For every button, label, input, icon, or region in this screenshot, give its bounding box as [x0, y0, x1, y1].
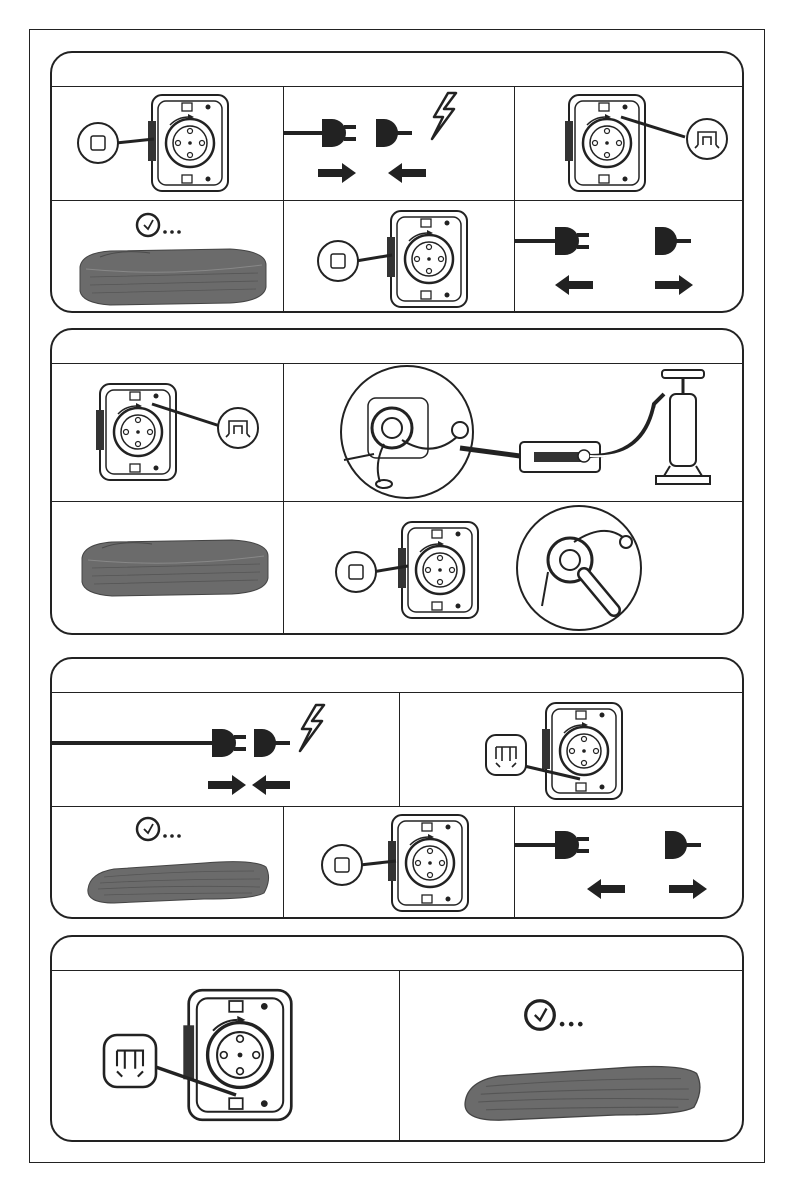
power-plug-icon: [284, 87, 514, 199]
timer-icon: [526, 1001, 583, 1030]
inflate-symbol-icon: [687, 119, 727, 159]
deflate-symbol-icon: [486, 735, 526, 775]
timer-icon: [137, 214, 181, 236]
step-row-1: [52, 87, 742, 200]
section-inflate-manual-pump: [50, 328, 744, 635]
step-row-2: [52, 806, 742, 919]
section-deflate-electric: [50, 657, 744, 919]
step-row-1: [52, 971, 742, 1142]
valve-closeup-icon: [515, 87, 744, 199]
inflate-symbol-icon: [218, 408, 258, 448]
step-turn-valve-to-off: [283, 201, 514, 313]
power-plug-icon: [52, 693, 398, 805]
section-header: [52, 53, 742, 87]
lightning-icon: [300, 705, 324, 751]
section-header: [52, 330, 742, 364]
step-turn-valve-to-deflate: [399, 693, 744, 806]
step-unplug: [514, 807, 744, 919]
step-wait-deflate: [399, 971, 744, 1142]
step-turn-valve-to-off: [52, 87, 283, 200]
valve-closeup-icon: [400, 693, 744, 805]
valve-closeup-icon: [284, 201, 514, 313]
step-close-valve-detach-pump: [283, 502, 744, 635]
step-plug-in: [283, 87, 514, 200]
step-turn-valve-to-inflate: [52, 364, 283, 501]
air-mattress-icon: [400, 971, 744, 1141]
power-plug-icon: [515, 807, 744, 919]
air-mattress-icon: [52, 502, 283, 635]
step-wait-inflate: [52, 201, 283, 313]
valve-closeup-icon: [284, 502, 744, 635]
step-row-2: [52, 501, 742, 635]
deflate-symbol-icon: [104, 1035, 156, 1087]
step-attach-hand-pump: [283, 364, 744, 501]
air-mattress-icon: [52, 807, 283, 919]
step-turn-valve-to-off: [283, 807, 514, 919]
section-header: [52, 659, 742, 693]
step-wait-deflate: [52, 807, 283, 919]
hand-pump-icon: [284, 364, 744, 500]
step-turn-valve-to-inflate: [514, 87, 744, 200]
step-inflated-mattress: [52, 502, 283, 635]
step-row-1: [52, 364, 742, 501]
step-row-1: [52, 693, 742, 806]
lightning-icon: [432, 93, 456, 139]
power-plug-icon: [515, 201, 744, 313]
valve-closeup-icon: [284, 807, 514, 919]
valve-closeup-icon: [52, 87, 283, 199]
step-plug-in: [52, 693, 399, 806]
step-row-2: [52, 200, 742, 313]
section-deflate-manual: [50, 935, 744, 1142]
valve-closeup-icon: [52, 971, 398, 1141]
step-turn-valve-to-deflate: [52, 971, 399, 1142]
valve-closeup-icon: [52, 364, 283, 500]
step-unplug: [514, 201, 744, 313]
section-inflate-electric: [50, 51, 744, 313]
air-mattress-icon: [52, 201, 283, 313]
timer-icon: [137, 818, 181, 840]
section-header: [52, 937, 742, 971]
